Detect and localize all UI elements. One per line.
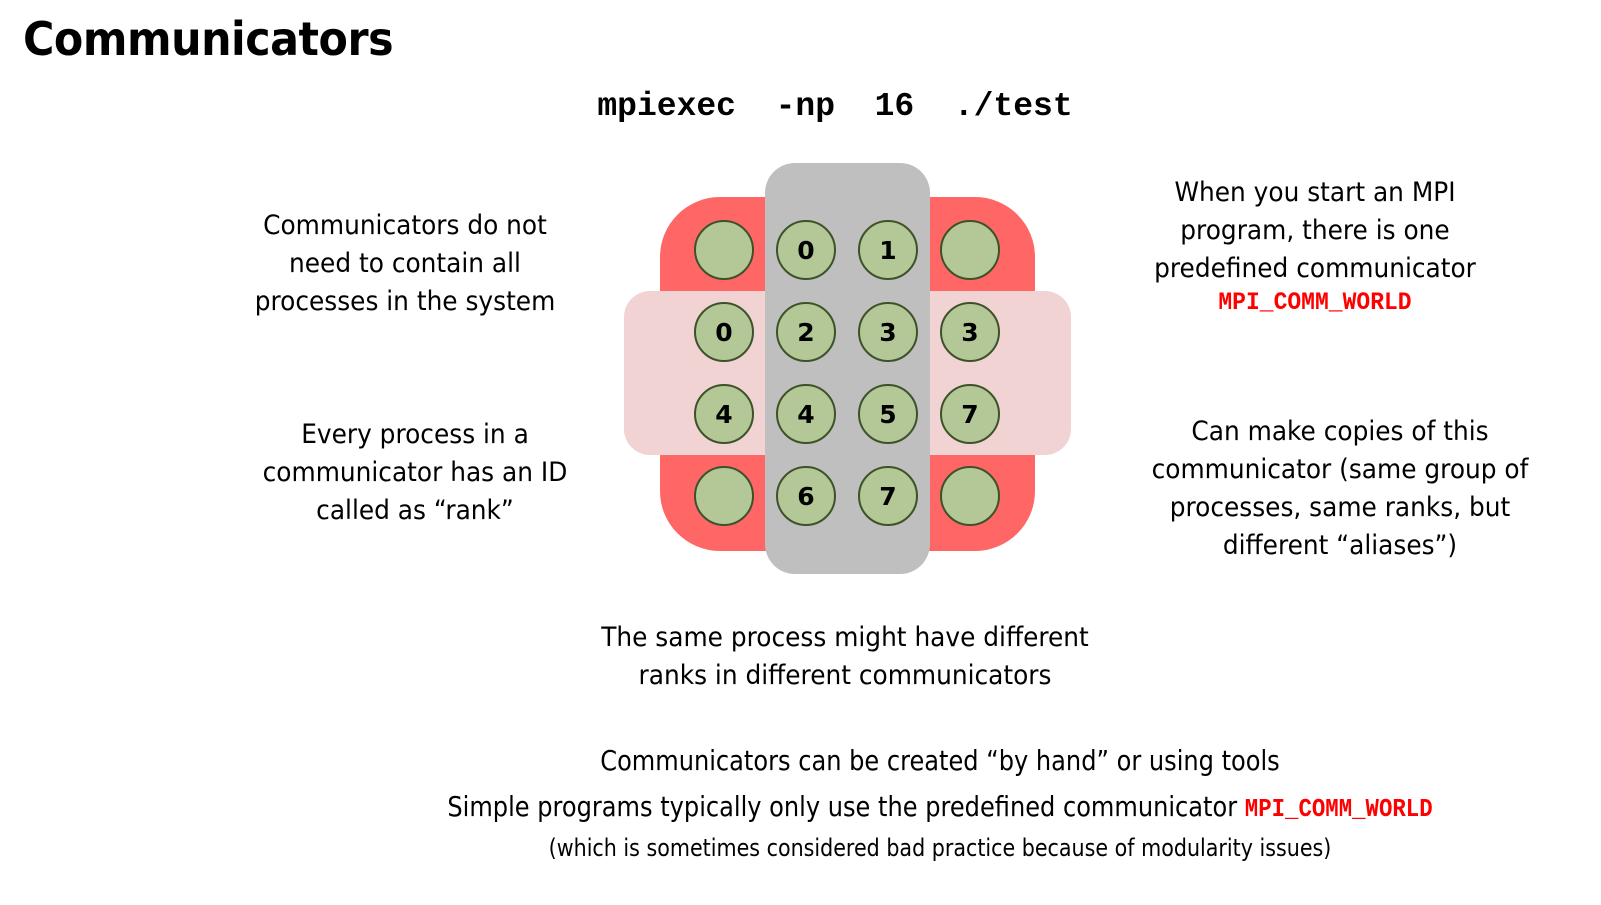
- slide-title: Communicators: [23, 12, 394, 66]
- note-line: When you start an MPI: [1174, 177, 1456, 208]
- note-different-ranks: The same process might have different ra…: [587, 619, 1102, 695]
- process-circle: 3: [858, 302, 918, 362]
- note-subset-communicators: Communicators do not need to contain all…: [230, 207, 580, 321]
- mpi-comm-world-code: MPI_COMM_WORLD: [1244, 794, 1433, 824]
- bottom-text-bad-practice: (which is sometimes considered bad pract…: [548, 834, 1332, 862]
- note-line: Can make copies of this: [1191, 416, 1489, 447]
- process-circle: 5: [858, 384, 918, 444]
- mpi-comm-world-code: MPI_COMM_WORLD: [1218, 288, 1412, 317]
- note-line: processes, same ranks, but: [1169, 492, 1511, 523]
- bottom-text-simple-programs-prefix: Simple programs typically only use the p…: [447, 790, 1245, 823]
- bottom-text-simple-programs: Simple programs typically only use the p…: [132, 790, 1601, 824]
- note-line: different “aliases”): [1222, 530, 1458, 561]
- note-communicator-copies: Can make copies of this communicator (sa…: [1147, 413, 1533, 565]
- process-circle: 4: [776, 384, 836, 444]
- process-circle: [940, 466, 1000, 526]
- process-circle: 3: [940, 302, 1000, 362]
- process-circle: 7: [940, 384, 1000, 444]
- process-circle: 2: [776, 302, 836, 362]
- process-circle: 4: [694, 384, 754, 444]
- process-circle: [694, 466, 754, 526]
- note-rank-id: Every process in a communicator has an I…: [231, 416, 599, 530]
- note-line: Every process in a: [301, 419, 529, 450]
- note-line: ranks in different communicators: [638, 660, 1052, 691]
- process-circle: 0: [776, 220, 836, 280]
- process-circle: 1: [858, 220, 918, 280]
- note-predefined-communicator: When you start an MPI program, there is …: [1140, 174, 1490, 318]
- process-circle: 0: [694, 302, 754, 362]
- process-circle: [694, 220, 754, 280]
- note-line: communicator (same group of: [1151, 454, 1529, 485]
- note-line: The same process might have different: [601, 622, 1089, 653]
- mpiexec-command: mpiexec -np 16 ./test: [597, 88, 1073, 125]
- note-line: processes in the system: [254, 286, 556, 317]
- note-line: Communicators do not: [263, 210, 547, 241]
- process-circle: 6: [776, 466, 836, 526]
- note-line: called as “rank”: [316, 495, 514, 526]
- note-line: program, there is one: [1180, 215, 1450, 246]
- process-circle: [940, 220, 1000, 280]
- note-line: predefined communicator: [1154, 253, 1476, 284]
- bottom-text-creation: Communicators can be created “by hand” o…: [600, 744, 1280, 777]
- note-line: communicator has an ID: [262, 457, 568, 488]
- process-circle: 7: [858, 466, 918, 526]
- note-line: need to contain all: [289, 248, 521, 279]
